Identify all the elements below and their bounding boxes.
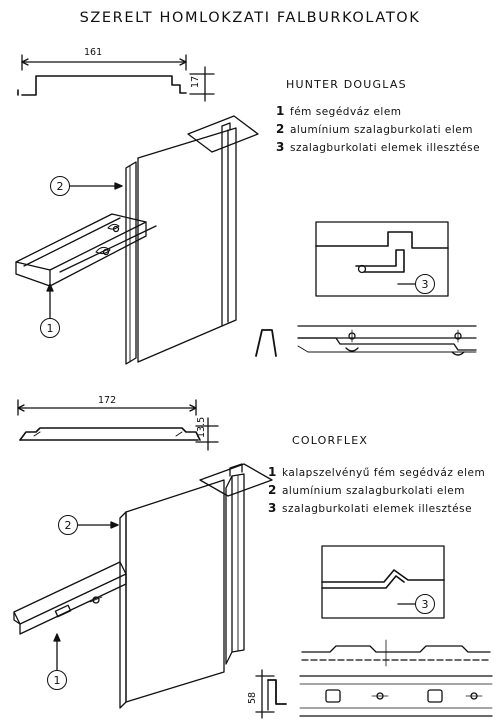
legend-number: 1 [268,465,277,479]
colorflex-callout-2: 2 [58,515,78,535]
colorflex-joint-detail [321,545,445,619]
hunter-rail-section [297,325,477,356]
legend-number: 2 [268,483,277,497]
hunter-joint-detail [315,221,449,297]
hunter-width-dimension: 161 [84,47,103,58]
legend-text: alumínium szalagburkolati elem [290,124,473,136]
colorflex-callout-3: 3 [415,594,435,614]
hunter-callout-3: 3 [415,274,435,294]
hunter-callout-1: 1 [40,318,60,338]
colorflex-rail-section [299,639,493,717]
colorflex-legend-item-1: 1 kalapszelvényű fém segédváz elem [268,465,485,479]
legend-number: 3 [268,501,277,515]
hunter-legend-item-2: 2 alumínium szalagburkolati elem [276,122,473,136]
colorflex-legend-item-2: 2 alumínium szalagburkolati elem [268,483,465,497]
drawing-title: SZERELT HOMLOKZATI FALBURKOLATOK [79,10,421,26]
colorflex-legend-item-3: 3 szalagburkolati elemek illesztése [268,501,472,515]
colorflex-rail-dimension: 58 [247,691,258,704]
legend-number: 2 [276,122,285,136]
legend-text: alumínium szalagburkolati elem [282,485,465,497]
colorflex-callout-1: 1 [47,670,67,690]
colorflex-brand: COLORFLEX [292,434,369,447]
hunter-brand: HUNTER DOUGLAS [286,78,407,91]
hunter-clip-symbol [255,329,277,357]
colorflex-isometric-assembly [13,463,273,709]
hunter-legend-item-3: 3 szalagburkolati elemek illesztése [276,140,480,154]
colorflex-height-dimension: 13.5 [196,416,207,438]
hunter-callout-2: 2 [50,176,70,196]
legend-text: kalapszelvényű fém segédváz elem [282,467,486,479]
colorflex-hat-section [255,669,287,719]
hunter-legend-item-1: 1 fém segédváz elem [276,104,402,118]
legend-text: fém segédváz elem [290,106,402,118]
hunter-isometric-assembly [15,115,259,365]
hunter-height-dimension: 17 [190,75,201,88]
hunter-profile-section [17,54,215,102]
legend-number: 3 [276,140,285,154]
legend-number: 1 [276,104,285,118]
colorflex-profile-section [17,399,219,451]
legend-text: szalagburkolati elemek illesztése [290,142,481,154]
colorflex-width-dimension: 172 [98,395,117,406]
legend-text: szalagburkolati elemek illesztése [282,503,473,515]
